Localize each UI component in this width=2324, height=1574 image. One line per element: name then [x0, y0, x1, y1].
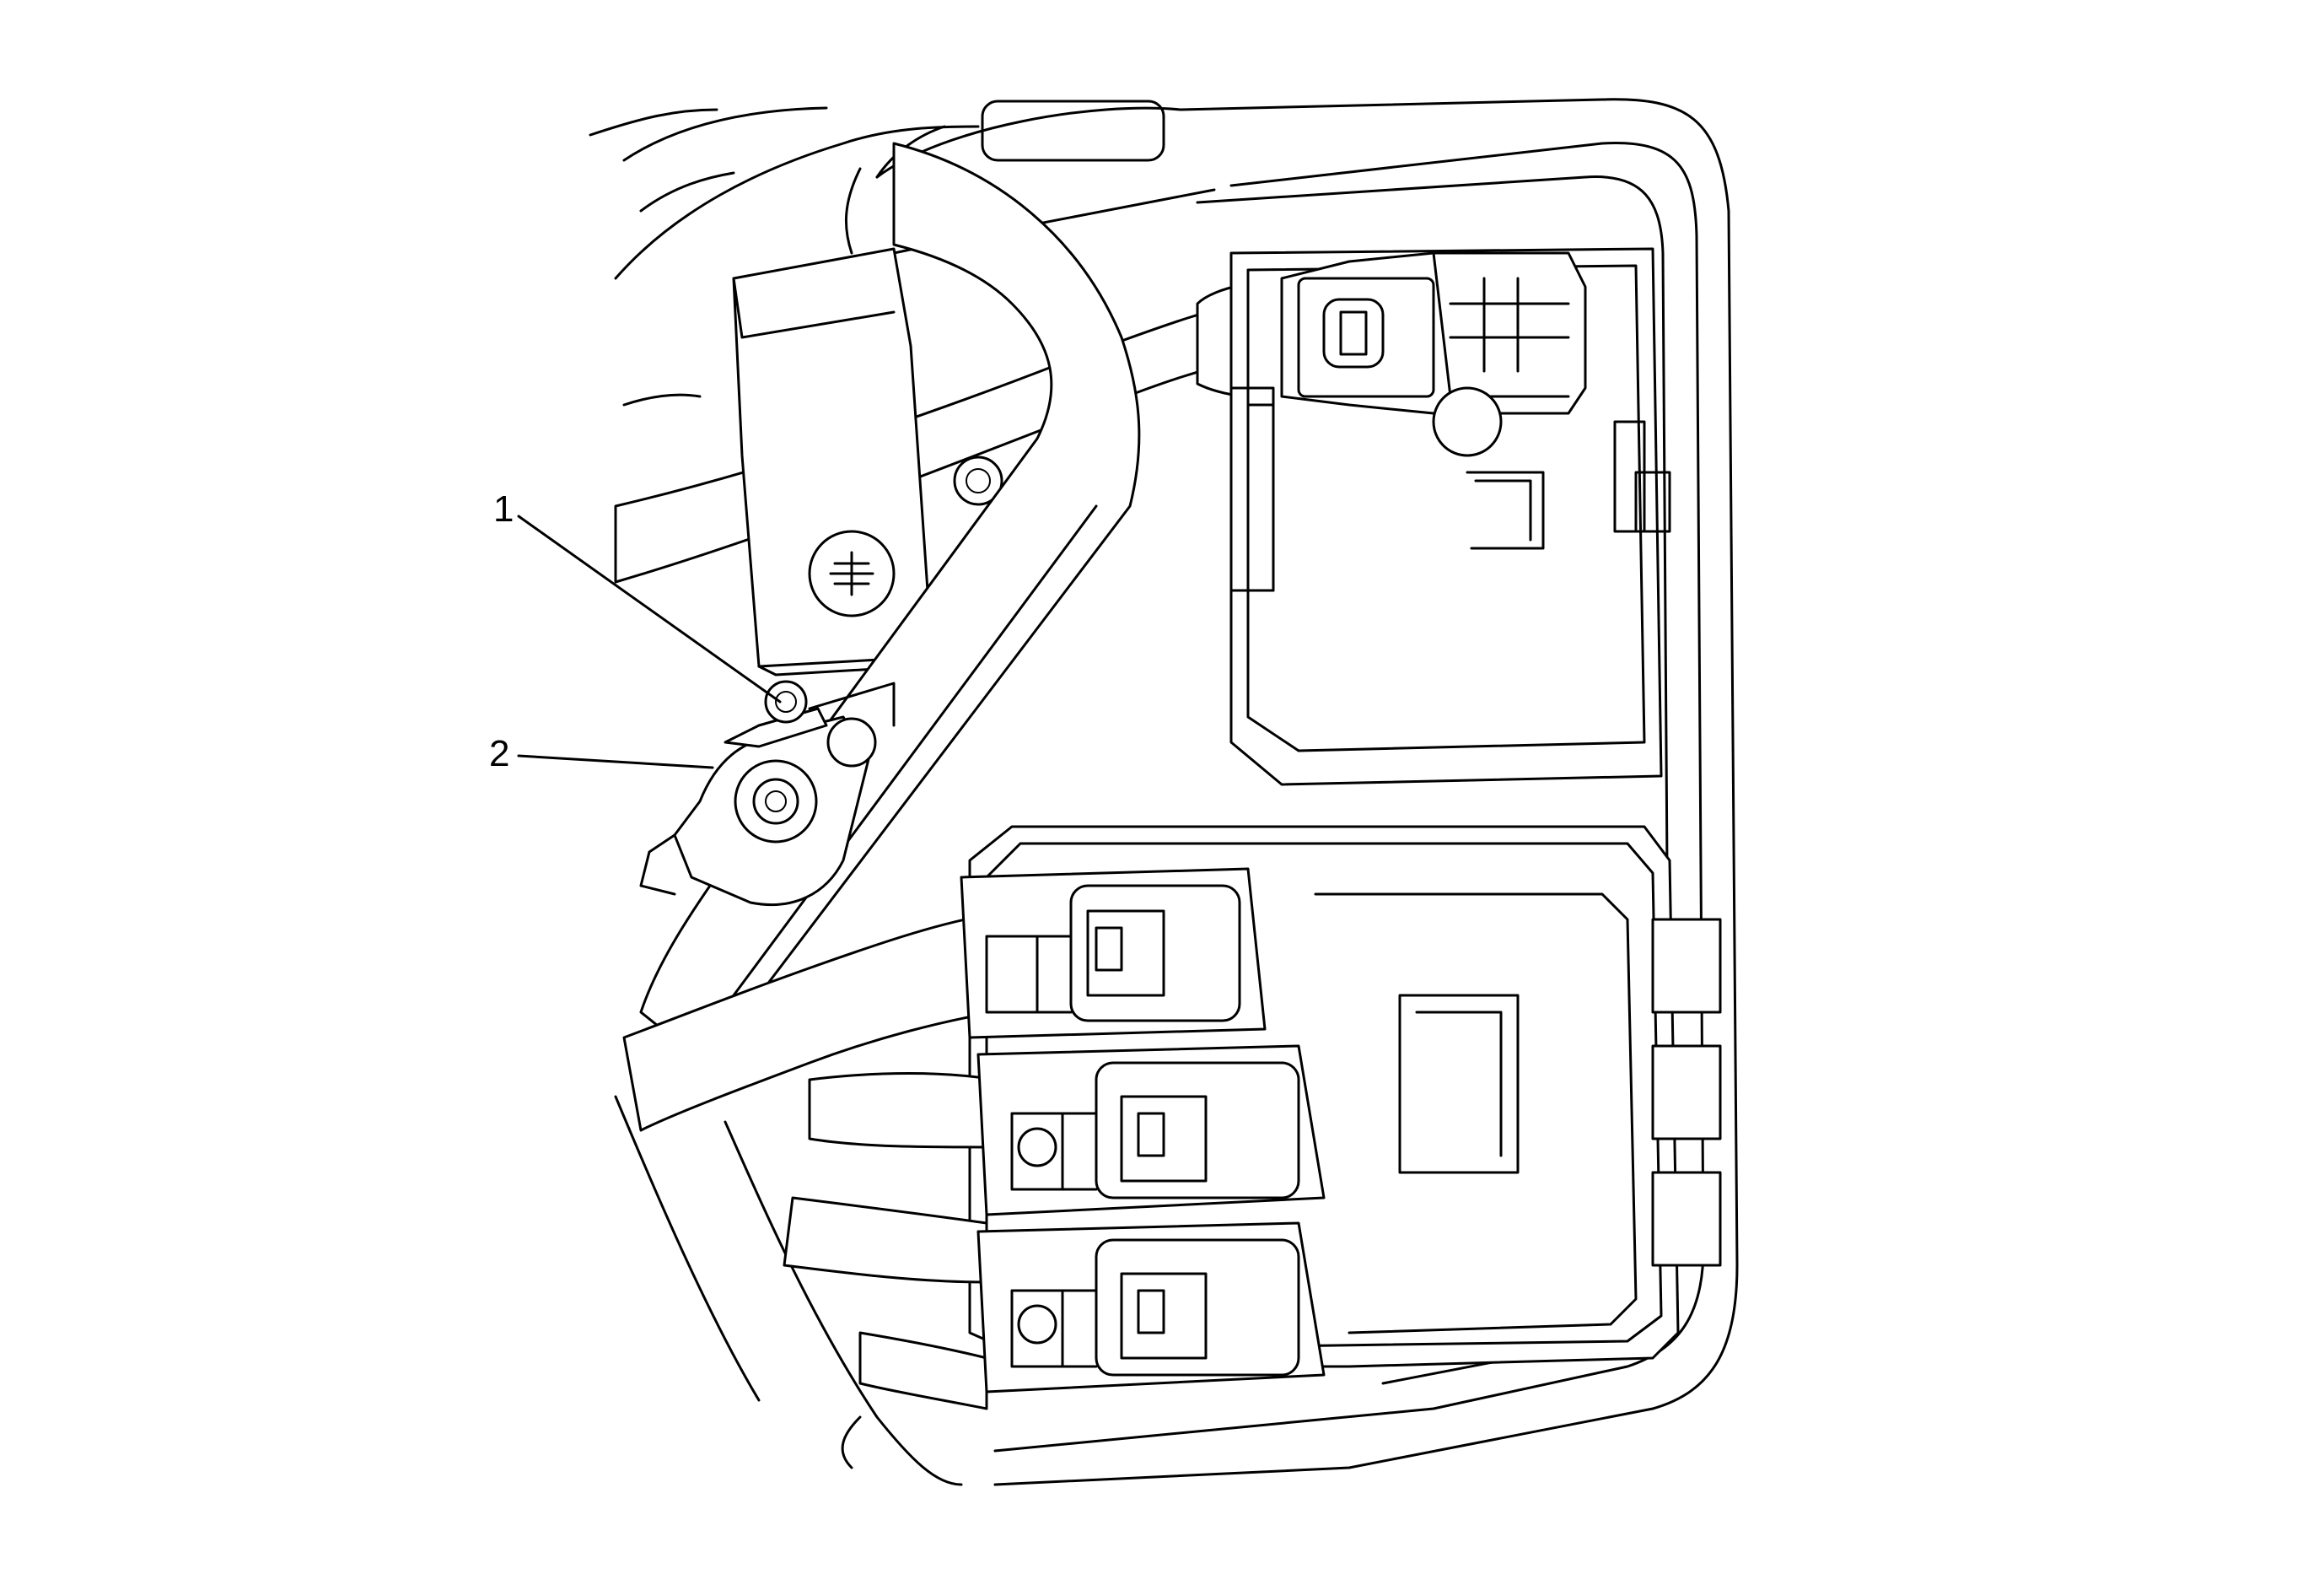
connector-2 — [976, 1044, 1326, 1216]
callout-leader-2 — [517, 754, 714, 769]
connector-1 — [960, 867, 1267, 1039]
callout-1: 1 — [493, 488, 782, 703]
connector-3 — [976, 1221, 1326, 1393]
callout-label-2: 2 — [489, 733, 509, 774]
callout-2: 2 — [489, 733, 714, 774]
top-connector — [1280, 251, 1587, 457]
background-structure — [589, 106, 980, 1486]
ground-terminal — [639, 680, 896, 907]
callout-leader-1 — [517, 515, 782, 703]
upper-harness — [614, 280, 1292, 584]
callout-label-1: 1 — [493, 488, 514, 530]
lower-harness — [622, 914, 997, 1410]
